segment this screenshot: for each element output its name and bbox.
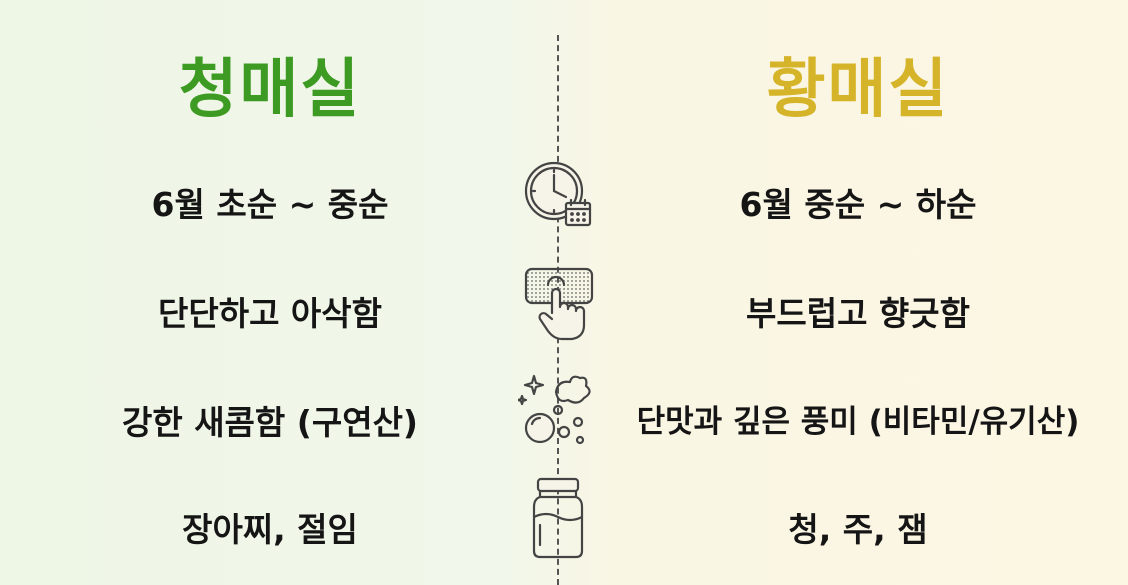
hwangmaesil-harvest-period: 6월 중순 ~ 하순 [739, 185, 977, 224]
touch-texture-icon [513, 263, 603, 343]
hwangmaesil-texture: 부드럽고 향긋함 [745, 294, 970, 333]
hwangmaesil-column: 황매실 6월 중순 ~ 하순 부드럽고 향긋함 단맛과 깊은 풍미 (비타민/유… [598, 0, 1118, 585]
clock-calendar-icon [513, 153, 603, 233]
hwangmaesil-uses: 청, 주, 잼 [788, 510, 928, 549]
cheongmaesil-texture: 단단하고 아삭함 [157, 294, 382, 333]
cheongmaesil-harvest-period: 6월 초순 ~ 중순 [151, 185, 389, 224]
jar-icon [513, 477, 603, 559]
cheongmaesil-column: 청매실 6월 초순 ~ 중순 단단하고 아삭함 강한 새콤함 (구연산) 장아찌… [10, 0, 530, 585]
sparkle-splash-icon [513, 372, 603, 452]
cheongmaesil-uses: 장아찌, 절임 [182, 510, 358, 549]
hwangmaesil-taste: 단맛과 깊은 풍미 (비타민/유기산) [636, 404, 1080, 440]
hwangmaesil-title: 황매실 [766, 53, 950, 127]
cheongmaesil-title: 청매실 [178, 53, 362, 127]
cheongmaesil-taste: 강한 새콤함 (구연산) [121, 403, 419, 442]
